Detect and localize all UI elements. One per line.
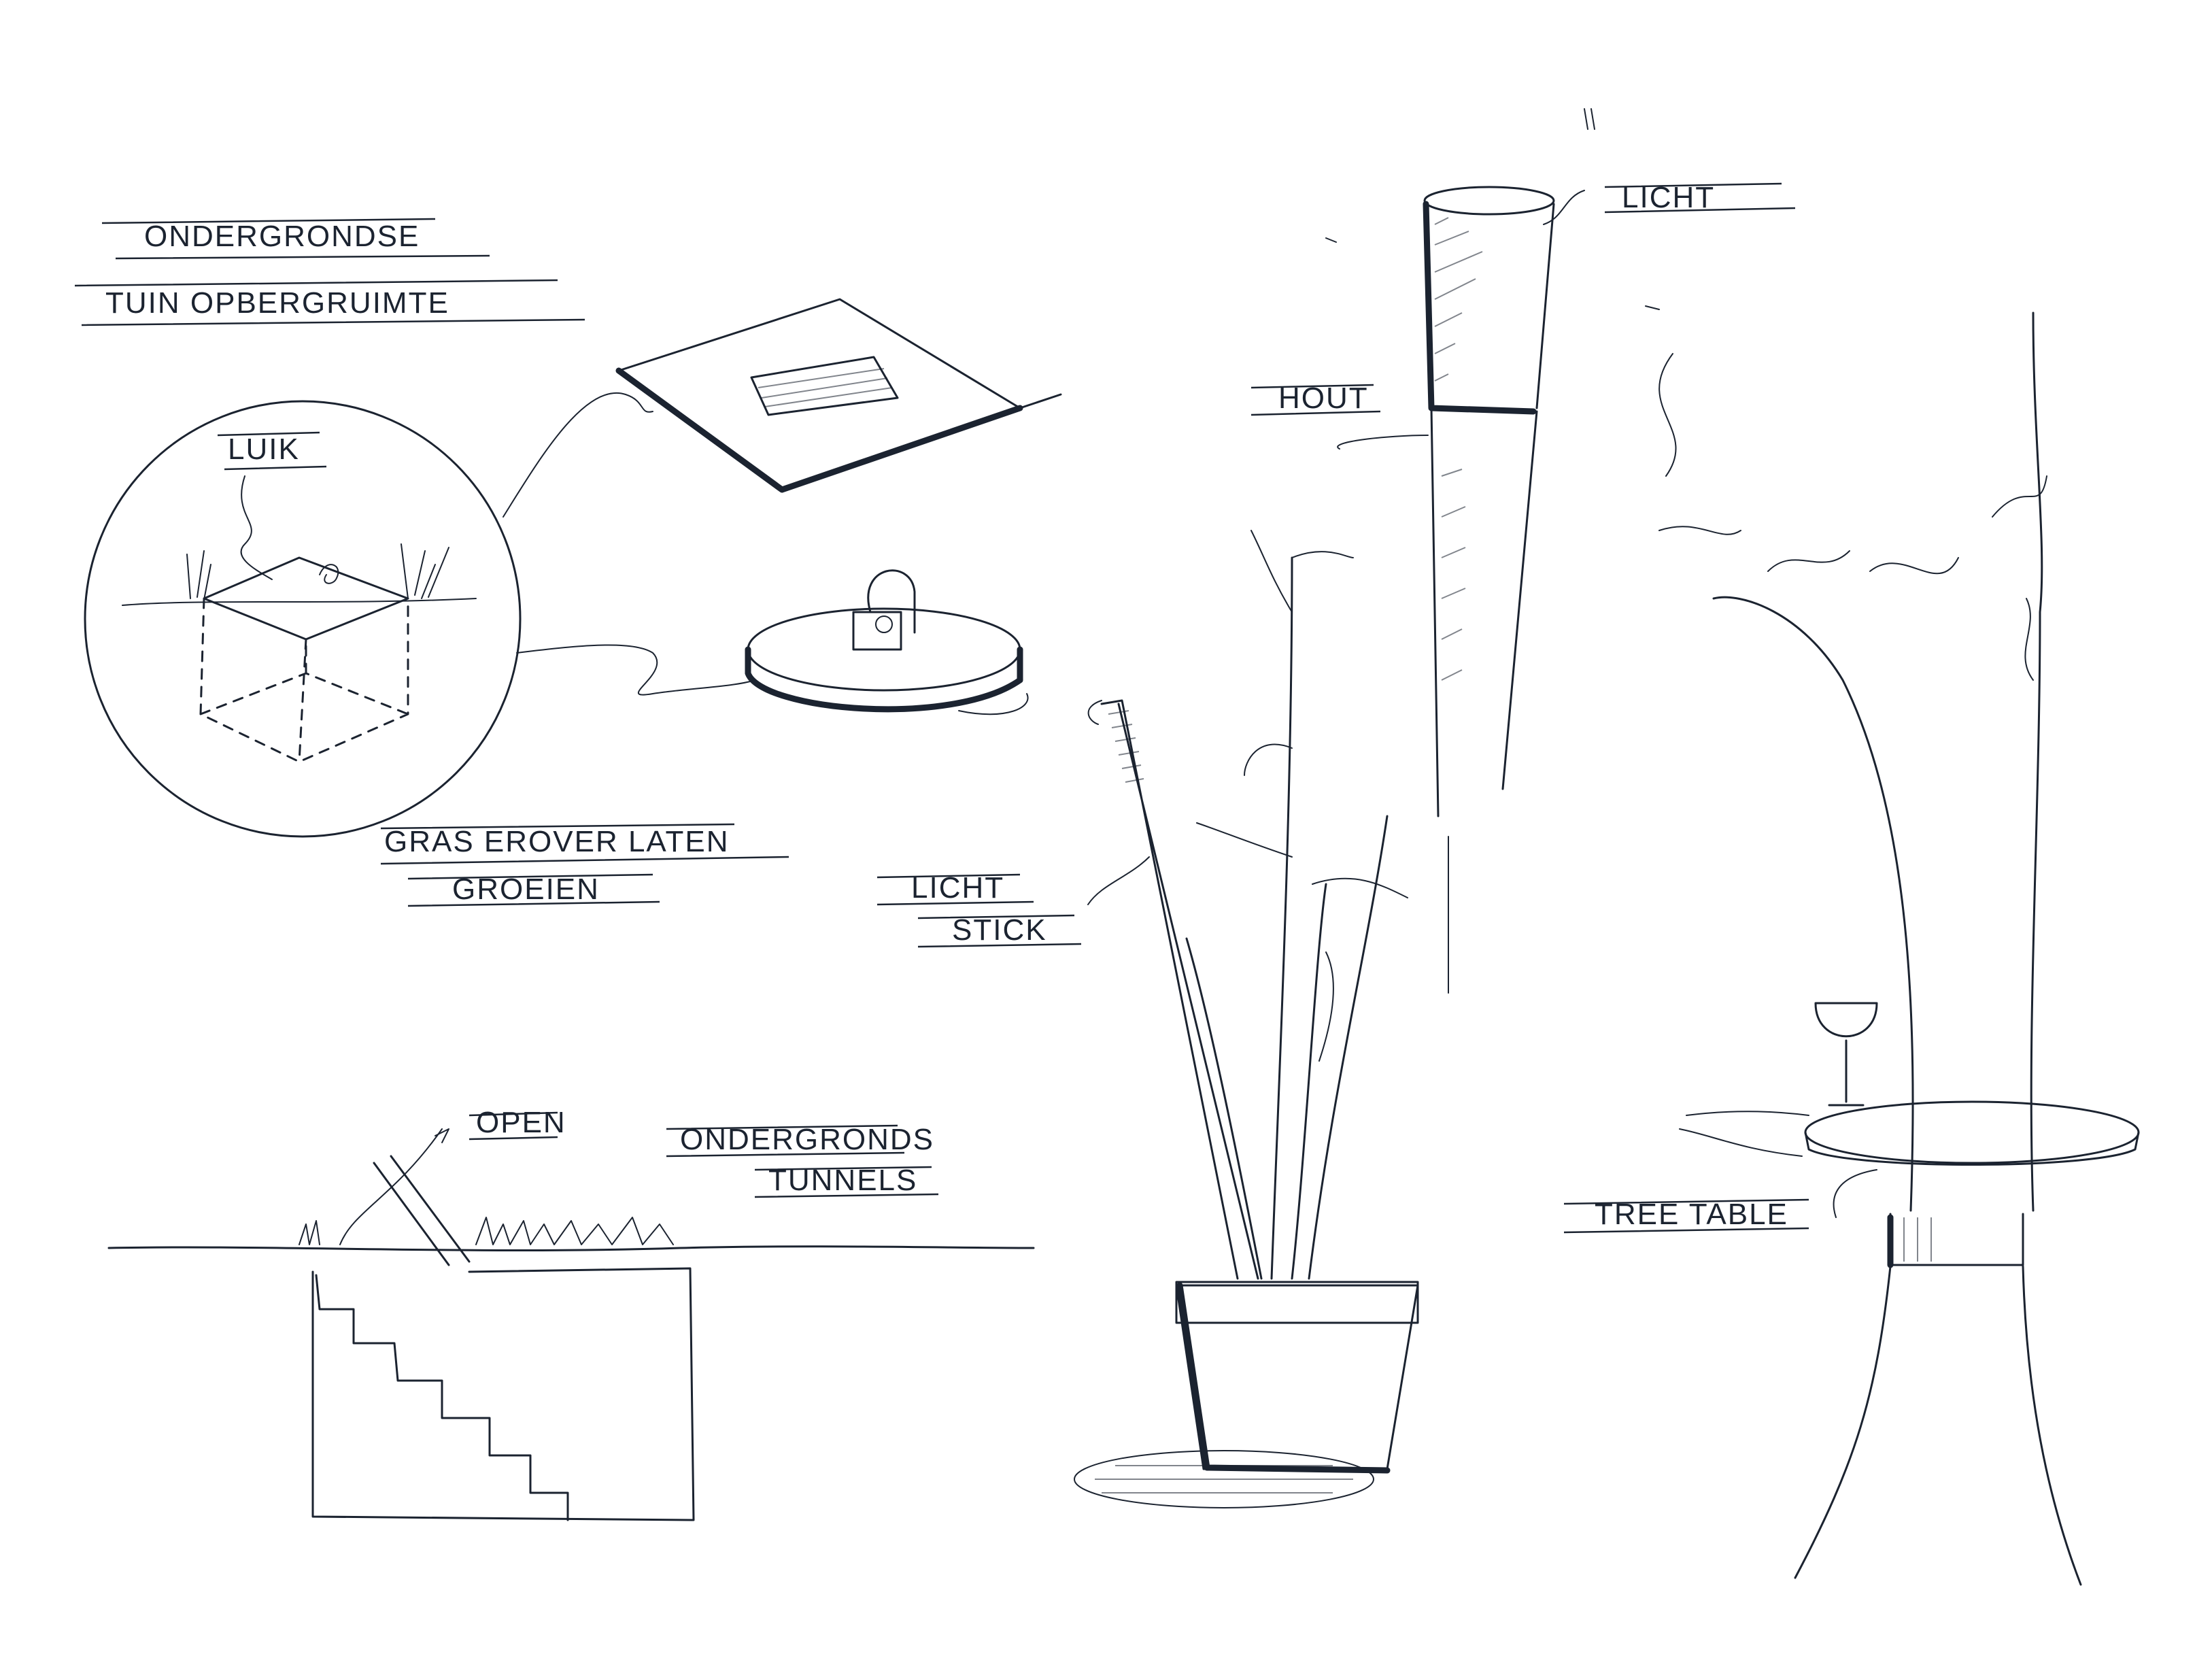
luik-label: LUIK — [228, 433, 300, 466]
hout-leader — [1338, 435, 1428, 449]
title-block: ONDERGRONDSE TUIN OPBERGRUIMTE — [75, 219, 585, 325]
post-top — [1425, 187, 1554, 214]
luik-lid — [204, 558, 408, 639]
post-shaft — [1431, 408, 1537, 816]
lock-body — [853, 612, 901, 649]
table-collar — [1890, 1214, 2023, 1265]
title-line-2: TUIN OPBERGRUIMTE — [105, 286, 449, 320]
light-post: LICHT HOUT — [1251, 109, 1795, 993]
wine-glass — [1816, 1003, 1877, 1105]
title-line-1: ONDERGRONDSE — [144, 220, 420, 253]
tunnel-section: OPEN ONDERGRONDS TUNNELS — [109, 1106, 1034, 1520]
gras-label-line-1: GRAS EROVER LATEN — [384, 825, 730, 858]
tree-trunk-lower — [1795, 1266, 2081, 1585]
luik-detail: LUIK — [85, 393, 755, 837]
light-stick — [1102, 701, 1258, 1279]
open-label: OPEN — [476, 1106, 566, 1139]
plant-pot — [1176, 1285, 1418, 1469]
leader-to-disc — [517, 645, 755, 694]
hatch-panel — [619, 299, 1061, 490]
luik-hidden-box — [201, 598, 408, 762]
plant-pot-group: LICHT STICK — [877, 530, 1418, 1508]
light-stick-leader — [1088, 857, 1149, 905]
luik-leader — [241, 476, 272, 579]
tree-trunk-upper — [1714, 313, 2042, 1211]
tunnel-stairs — [316, 1275, 568, 1520]
pot-rim — [1176, 1282, 1418, 1323]
tree-table: TREE TABLE — [1564, 313, 2139, 1585]
leader-to-panel — [503, 393, 653, 517]
lock-disc — [748, 571, 1028, 714]
grass-tufts — [187, 544, 449, 600]
tunnel-box — [313, 1268, 694, 1520]
ground-line — [109, 1247, 1034, 1251]
table-top — [1805, 1102, 2139, 1163]
light-stick-label-line-2: STICK — [952, 913, 1047, 947]
tree-table-leader — [1834, 1170, 1877, 1217]
